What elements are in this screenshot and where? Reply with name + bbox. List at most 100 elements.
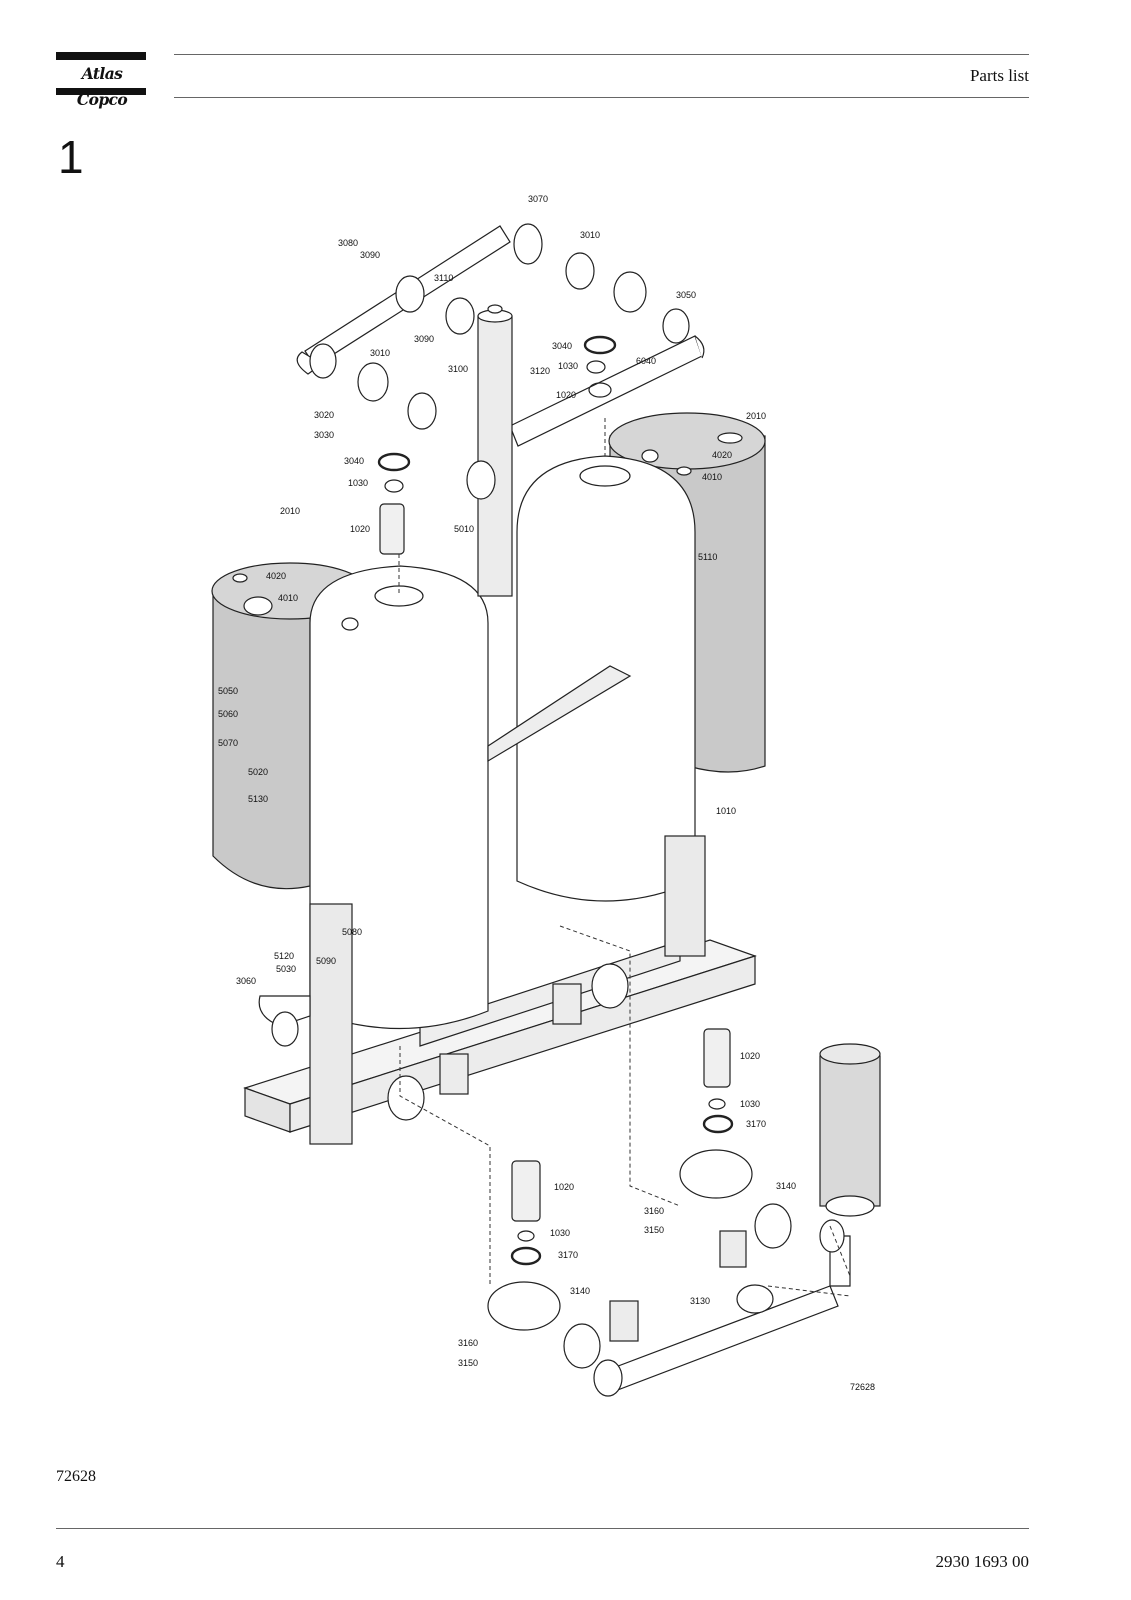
flange-front-pipe <box>466 460 496 500</box>
callout-3170-b: 3170 <box>558 1250 578 1260</box>
callout-1030-d: 1030 <box>550 1228 570 1238</box>
insert-1020-left <box>379 503 405 555</box>
callout-3020: 3020 <box>314 410 334 420</box>
callout-5030: 5030 <box>276 964 296 974</box>
flange-left-bend <box>309 343 337 379</box>
actuator-lower <box>609 1300 639 1342</box>
callout-3140-b: 3140 <box>570 1286 590 1296</box>
callout-1020-c: 1020 <box>740 1051 760 1061</box>
callout-3120: 3120 <box>530 366 550 376</box>
callout-4020-a: 4020 <box>712 450 732 460</box>
pipe-3060 <box>258 995 311 1027</box>
callout-3160-b: 3160 <box>458 1338 478 1348</box>
flange-3070 <box>513 223 543 265</box>
atlas-copco-logo: Atlas Copco <box>56 52 146 109</box>
callout-2010-b: 2010 <box>280 506 300 516</box>
callout-3090-b: 3090 <box>414 334 434 344</box>
leg-left <box>309 903 353 1145</box>
callout-2010-a: 2010 <box>746 411 766 421</box>
callout-4010-b: 4010 <box>278 593 298 603</box>
clip-1030-left <box>384 479 404 493</box>
callout-labels: 3070 3080 3090 3110 3010 3050 3090 3100 … <box>218 194 875 1392</box>
logo-wordmark: Atlas Copco <box>76 64 128 109</box>
callout-3070: 3070 <box>528 194 548 204</box>
crossbar <box>487 665 632 763</box>
valve-body-3140-lower <box>487 1281 561 1331</box>
insert-1020-lower <box>511 1160 541 1222</box>
callout-5060: 5060 <box>218 709 238 719</box>
callout-3040-a: 3040 <box>552 341 572 351</box>
logo-bar-top <box>56 52 146 60</box>
flange-3010-left-2 <box>407 392 437 430</box>
insert-1020-right <box>703 1028 731 1088</box>
vessel-right-top-flange <box>579 465 631 487</box>
callout-3090-a: 3090 <box>360 250 380 260</box>
flange-3060 <box>271 1011 299 1047</box>
footer-rule <box>56 1528 1029 1529</box>
header-rule-top <box>174 54 1029 55</box>
callout-1020-a: 1020 <box>556 390 576 400</box>
callout-3010-a: 3010 <box>580 230 600 240</box>
figure-caption: 72628 <box>56 1468 96 1485</box>
callout-4010-a: 4010 <box>702 472 722 482</box>
clip-1030-lower <box>517 1230 535 1242</box>
callout-1030-b: 1030 <box>348 478 368 488</box>
back-vessel-right-port-2 <box>676 466 692 476</box>
callout-3080: 3080 <box>338 238 358 248</box>
callout-4020-b: 4020 <box>266 571 286 581</box>
exploded-parts-drawing: 3070 3080 3090 3110 3010 3050 3090 3100 … <box>210 186 910 1438</box>
callout-3050: 3050 <box>676 290 696 300</box>
vessel-left-lug <box>341 617 359 631</box>
gasket-3170-lower <box>510 1246 542 1266</box>
valve-disc-left <box>387 1075 425 1121</box>
flange-3110 <box>445 297 475 335</box>
actuator-mid <box>552 983 582 1025</box>
leg-right <box>664 835 706 957</box>
callout-5130: 5130 <box>248 794 268 804</box>
callout-1020-b: 1020 <box>350 524 370 534</box>
callout-3130: 3130 <box>690 1296 710 1306</box>
callout-3060: 3060 <box>236 976 256 986</box>
flange-bottom-left <box>593 1359 623 1397</box>
flange-3010-top-2 <box>565 252 595 290</box>
valve-disc-right <box>754 1203 792 1249</box>
flange-3010-left <box>357 362 389 402</box>
seal-1020-top <box>588 382 612 398</box>
valve-disc-lower <box>563 1323 601 1369</box>
silencer-base-flange <box>825 1195 875 1217</box>
callout-3030: 3030 <box>314 430 334 440</box>
callout-5080: 5080 <box>342 927 362 937</box>
flange-left-top <box>395 275 425 313</box>
gasket-3170-right <box>702 1114 734 1134</box>
callout-5020: 5020 <box>248 767 268 777</box>
flange-3010-top <box>613 271 647 313</box>
callout-5120: 5120 <box>274 951 294 961</box>
callout-5050: 5050 <box>218 686 238 696</box>
callout-3160-a: 3160 <box>644 1206 664 1216</box>
bottom-pipe <box>604 1285 839 1392</box>
callout-3110: 3110 <box>434 273 453 283</box>
back-vessel-left-port <box>243 596 273 616</box>
silencer-body <box>819 1055 881 1207</box>
logo-bar-bottom <box>56 88 146 95</box>
valve-body-3140-right <box>679 1149 753 1199</box>
callout-3040-b: 3040 <box>344 456 364 466</box>
assembly-lines <box>398 418 851 1297</box>
callout-5110: 5110 <box>698 552 717 562</box>
flange-3130 <box>736 1284 774 1314</box>
callout-3100: 3100 <box>448 364 468 374</box>
top-pipe-elbow <box>694 335 705 359</box>
callout-3010-b: 3010 <box>370 348 390 358</box>
callout-3170-a: 3170 <box>746 1119 766 1129</box>
gasket-3040-left <box>377 452 411 472</box>
callout-5090: 5090 <box>316 956 336 966</box>
actuator-right <box>719 1230 747 1268</box>
flange-bottom-right <box>819 1219 845 1253</box>
section-number: 1 <box>58 131 84 183</box>
vessel-right-lug <box>641 449 659 463</box>
callout-5010: 5010 <box>454 524 474 534</box>
callout-1010: 1010 <box>716 806 736 816</box>
silencer-top <box>819 1043 881 1065</box>
callout-5070: 5070 <box>218 738 238 748</box>
filter-column-cap <box>487 304 503 314</box>
